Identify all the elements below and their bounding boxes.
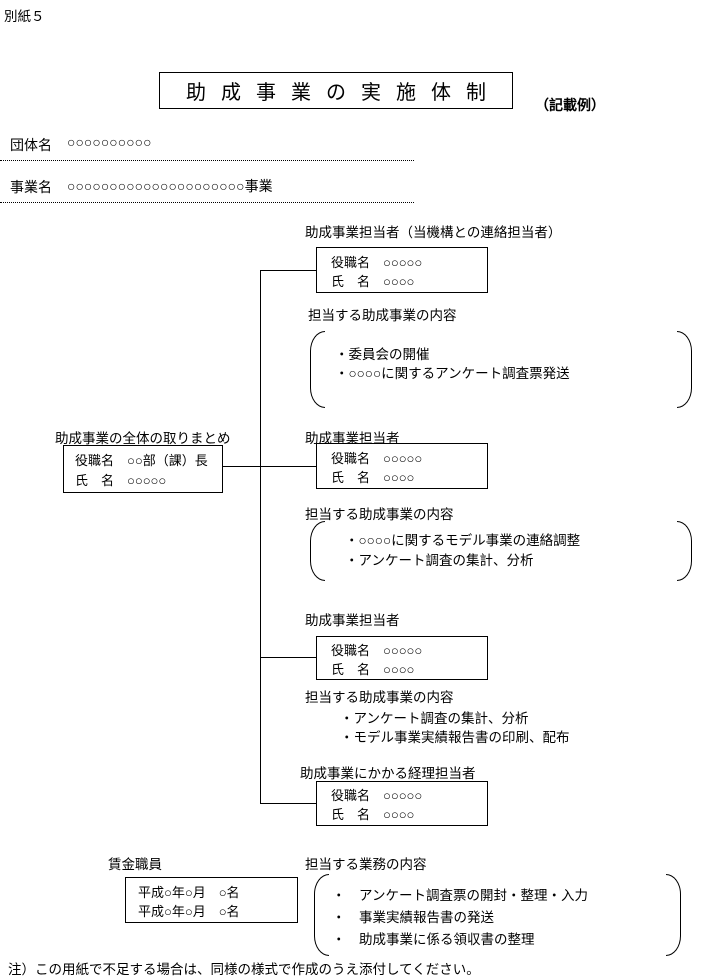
branch-line-coordinator — [223, 466, 316, 467]
section4-name: 氏 名 ○○○○ — [331, 807, 415, 822]
title-note: （記載例） — [535, 97, 605, 113]
project-name-value: ○○○○○○○○○○○○○○○○○○○○○事業 — [67, 178, 273, 194]
org-name-underline — [0, 160, 414, 161]
section3-name: 氏 名 ○○○○ — [331, 662, 415, 677]
footer-note: 注）この用紙で不足する場合は、同様の様式で作成のうえ添付してください。 — [8, 962, 480, 977]
coordinator-name: 氏 名 ○○○○○ — [75, 473, 167, 488]
section2-name: 氏 名 ○○○○ — [331, 470, 415, 485]
section2-post: 役職名 ○○○○○ — [331, 451, 423, 466]
section1-bracket-right — [677, 331, 692, 408]
section3-duty-label: 担当する助成事業の内容 — [305, 690, 454, 705]
section1-person-box: 役職名 ○○○○○ 氏 名 ○○○○ — [316, 247, 488, 293]
branch-line-section4 — [260, 803, 316, 804]
branch-line-section1 — [260, 270, 316, 271]
section2-duty-item: ・○○○○に関するモデル事業の連絡調整 — [345, 533, 581, 548]
title-box: 助成事業の実施体制 — [159, 72, 513, 109]
wage-duty-item: ・ アンケート調査票の開封・整理・入力 — [332, 888, 588, 903]
section1-name: 氏 名 ○○○○ — [331, 274, 415, 289]
section3-label: 助成事業担当者 — [305, 613, 400, 628]
wage-staff-box: 平成○年○月 ○名 平成○年○月 ○名 — [125, 877, 298, 923]
section2-person-box: 役職名 ○○○○○ 氏 名 ○○○○ — [316, 443, 488, 489]
section1-bracket-left — [310, 331, 325, 408]
org-name-label: 団体名 — [10, 137, 52, 153]
wage-duty-label: 担当する業務の内容 — [305, 857, 427, 872]
section1-post: 役職名 ○○○○○ — [331, 255, 423, 270]
project-name-underline — [0, 202, 414, 203]
section2-duty-item: ・アンケート調査の集計、分析 — [345, 553, 534, 568]
project-name-label: 事業名 — [10, 179, 52, 195]
section1-duty-item: ・○○○○に関するアンケート調査票発送 — [335, 366, 570, 381]
coordinator-box: 役職名 ○○部（課）長 氏 名 ○○○○○ — [63, 445, 223, 493]
section1-label: 助成事業担当者（当機構との連絡担当者） — [305, 225, 562, 240]
wage-staff-line: 平成○年○月 ○名 — [138, 904, 240, 919]
wage-staff-label: 賃金職員 — [108, 857, 162, 872]
wage-duty-item: ・ 助成事業に係る領収書の整理 — [332, 932, 535, 947]
section2-bracket-left — [310, 521, 325, 581]
section3-duty-item: ・モデル事業実績報告書の印刷、配布 — [340, 730, 570, 745]
section3-person-box: 役職名 ○○○○○ 氏 名 ○○○○ — [316, 636, 488, 680]
wage-duty-item: ・ 事業実績報告書の発送 — [332, 910, 494, 925]
org-chart-trunk-line — [260, 270, 261, 804]
section2-duty-label: 担当する助成事業の内容 — [305, 507, 454, 522]
org-name-value: ○○○○○○○○○○ — [67, 134, 152, 150]
coordinator-post: 役職名 ○○部（課）長 — [75, 453, 208, 468]
wage-bracket-right — [666, 874, 681, 956]
page-title: 助成事業の実施体制 — [186, 82, 501, 104]
wage-staff-line: 平成○年○月 ○名 — [138, 885, 240, 900]
branch-line-section3 — [260, 657, 316, 658]
section4-person-box: 役職名 ○○○○○ 氏 名 ○○○○ — [316, 781, 488, 826]
section4-label: 助成事業にかかる経理担当者 — [300, 766, 476, 781]
section4-post: 役職名 ○○○○○ — [331, 788, 423, 803]
section1-duty-label: 担当する助成事業の内容 — [308, 308, 457, 323]
section3-post: 役職名 ○○○○○ — [331, 643, 423, 658]
coordinator-label: 助成事業の全体の取りまとめ — [55, 431, 231, 446]
wage-bracket-left — [314, 874, 329, 956]
section2-label: 助成事業担当者 — [305, 431, 400, 446]
corner-label: 別紙５ — [4, 9, 45, 24]
section1-duty-item: ・委員会の開催 — [335, 347, 430, 362]
section3-duty-item: ・アンケート調査の集計、分析 — [340, 711, 529, 726]
section2-bracket-right — [677, 521, 692, 581]
